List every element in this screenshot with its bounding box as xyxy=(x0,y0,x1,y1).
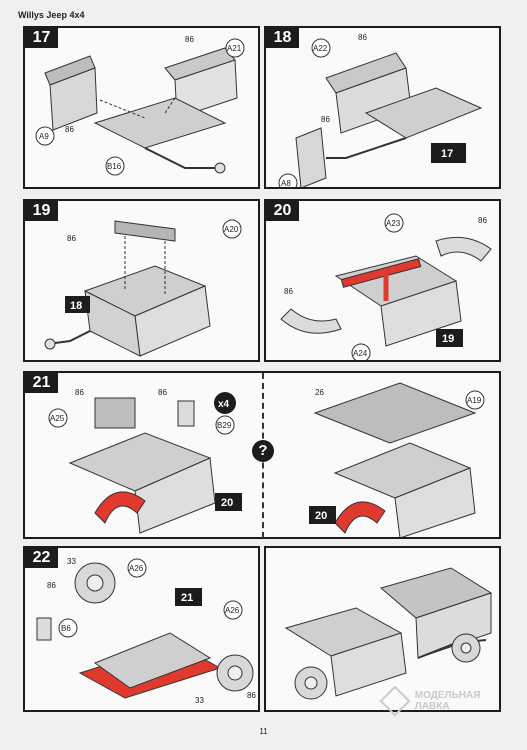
part-label: B29 xyxy=(217,421,232,430)
page-number: 11 xyxy=(259,727,268,736)
document-title: Willys Jeep 4x4 xyxy=(18,10,85,20)
part-label: A23 xyxy=(386,219,401,228)
watermark: МОДЕЛЬНАЯ ЛАВКА xyxy=(379,685,481,717)
part-label: 26 xyxy=(315,388,324,397)
part-label: 33 xyxy=(195,696,204,705)
step-18-illustration: 86 A22 86 A8 17 xyxy=(278,33,483,188)
part-label: 86 xyxy=(75,388,84,397)
part-label: 33 xyxy=(67,557,76,566)
step-17-panel: 17 86 A21 A9 86 B16 xyxy=(23,26,260,189)
reference-step-badge: 20 xyxy=(221,497,233,509)
part-label: A8 xyxy=(281,179,291,188)
question-icon: ? xyxy=(252,440,274,462)
part-label: 86 xyxy=(67,234,76,243)
final-assembly-panel xyxy=(264,546,501,712)
step-20-illustration: A23 86 86 A24 19 xyxy=(280,213,492,360)
part-label: B6 xyxy=(61,624,71,633)
part-label: 86 xyxy=(321,115,330,124)
part-label: A9 xyxy=(39,132,49,141)
part-label: A26 xyxy=(225,606,240,615)
part-label: A19 xyxy=(467,396,482,405)
watermark-logo-icon xyxy=(379,685,411,717)
step-number: 21 xyxy=(25,373,58,393)
part-label: A26 xyxy=(129,564,144,573)
part-label: 86 xyxy=(65,125,74,134)
step-19-illustration: 86 A20 18 xyxy=(44,219,242,357)
step-20-panel: 20 A23 86 86 A24 19 xyxy=(264,199,501,362)
step-number: 18 xyxy=(266,28,299,48)
step-19-panel: 19 86 A20 18 xyxy=(23,199,260,362)
step-number: 17 xyxy=(25,28,58,48)
part-label: B16 xyxy=(107,162,122,171)
part-label: 86 xyxy=(247,691,256,700)
step-18-panel: 18 86 A22 86 A8 17 xyxy=(264,26,501,189)
step-number: 19 xyxy=(25,201,58,221)
part-label: A20 xyxy=(224,225,239,234)
step-number: 22 xyxy=(25,548,58,568)
step-number: 20 xyxy=(266,201,299,221)
part-label: A24 xyxy=(353,349,368,358)
part-label: 86 xyxy=(478,216,487,225)
part-label: 86 xyxy=(358,33,367,42)
step-21-illustration: 86 86 A25 x4 B29 20 26 A19 20 xyxy=(48,382,485,537)
final-trailer-illustration xyxy=(284,567,493,700)
quantity-badge: x4 xyxy=(218,399,230,410)
reference-step-badge: 19 xyxy=(442,333,454,345)
part-label: 86 xyxy=(185,35,194,44)
part-label: 86 xyxy=(158,388,167,397)
watermark-line1: МОДЕЛЬНАЯ xyxy=(414,690,481,701)
part-label: 86 xyxy=(47,581,56,590)
watermark-line2: ЛАВКА xyxy=(414,701,450,712)
reference-step-badge: 21 xyxy=(181,592,193,604)
step-22-panel: 22 33 A26 86 21 B6 A26 86 33 xyxy=(23,546,260,712)
part-label: A25 xyxy=(50,414,65,423)
part-label: 86 xyxy=(284,287,293,296)
step-21-panel: 21 86 86 A25 x4 B29 20 26 A19 20 xyxy=(23,371,501,539)
reference-step-badge: 20 xyxy=(315,510,327,522)
part-label: A21 xyxy=(227,44,242,53)
part-label: A22 xyxy=(313,44,328,53)
step-22-illustration: 33 A26 86 21 B6 A26 86 33 xyxy=(36,557,256,705)
reference-step-badge: 18 xyxy=(70,300,82,312)
reference-step-badge: 17 xyxy=(441,148,453,160)
step-17-illustration: 86 A21 A9 86 B16 xyxy=(35,35,245,176)
